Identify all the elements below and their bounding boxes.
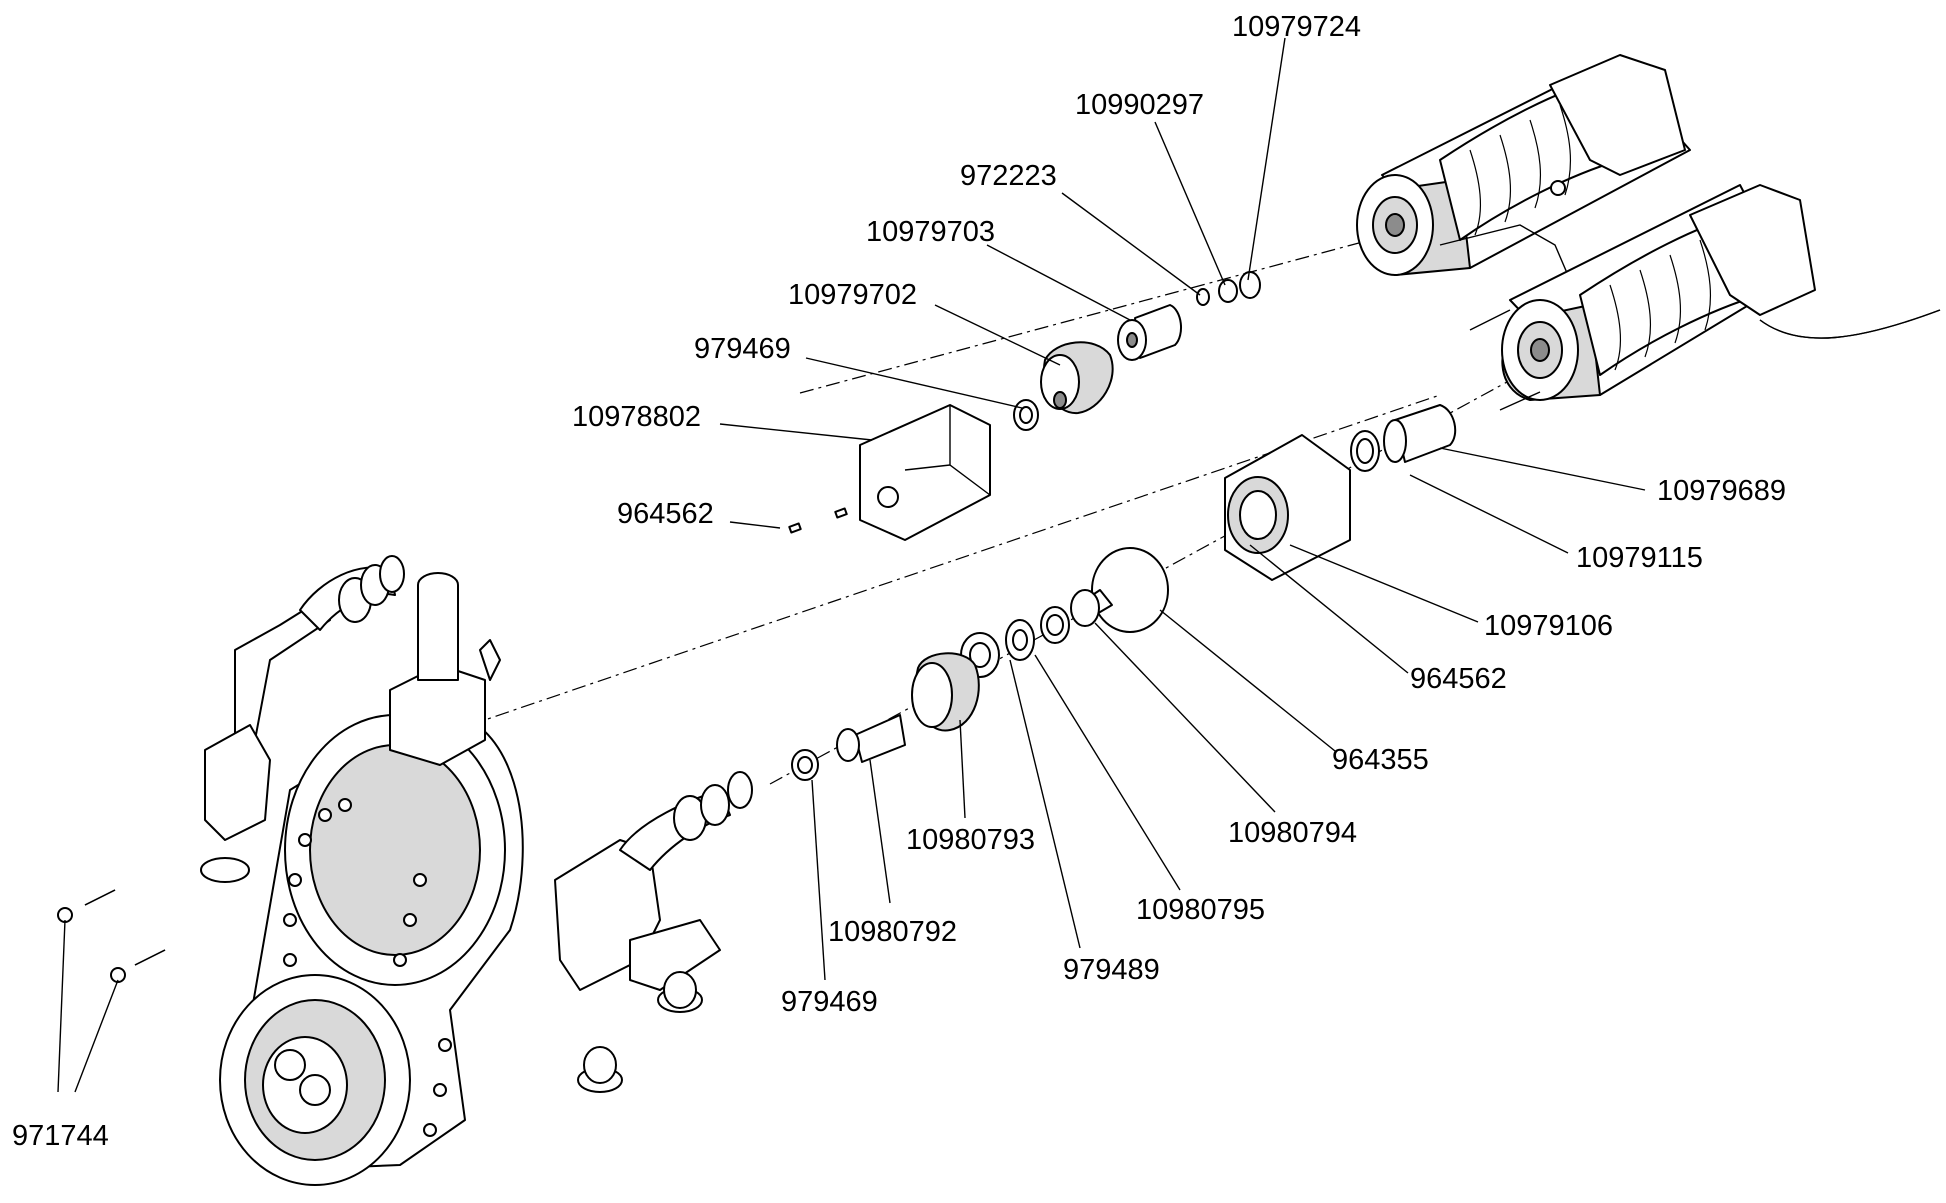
part-label-10978802: 10978802 (572, 401, 702, 433)
part-label-10979703: 10979703 (866, 216, 996, 248)
part-label-964562-b: 964562 (1410, 663, 1507, 695)
part-label-10979702: 10979702 (788, 279, 918, 311)
part-label-10990297: 10990297 (1075, 89, 1205, 121)
part-label-10980793: 10980793 (906, 824, 1036, 856)
lower-axis-parts (57, 606, 1070, 983)
part-label-971744: 971744 (12, 1120, 109, 1152)
lower-gear-motor (1469, 184, 1941, 411)
part-label-979469: 979469 (694, 333, 791, 365)
part-label-979469-b: 979469 (781, 986, 878, 1018)
handles-and-frame (200, 555, 753, 1093)
part-label-979489: 979489 (1063, 954, 1160, 986)
part-label-10979689: 10979689 (1657, 475, 1787, 507)
middle-axis-parts (1070, 404, 1457, 633)
main-drive-unit (219, 572, 524, 1186)
part-label-10979115: 10979115 (1576, 542, 1703, 574)
part-label-10979724: 10979724 (1232, 11, 1362, 43)
part-label-964562: 964562 (617, 498, 714, 530)
upper-gear-motor (1356, 54, 1691, 281)
part-label-10979106: 10979106 (1484, 610, 1614, 642)
part-label-10980794: 10980794 (1228, 817, 1358, 849)
part-label-972223: 972223 (960, 160, 1057, 192)
top-axis-parts (788, 271, 1261, 541)
part-label-964355: 964355 (1332, 744, 1429, 776)
part-label-10980792: 10980792 (828, 916, 958, 948)
part-label-10980795: 10980795 (1136, 894, 1266, 926)
leader-lines (57, 37, 1646, 1093)
